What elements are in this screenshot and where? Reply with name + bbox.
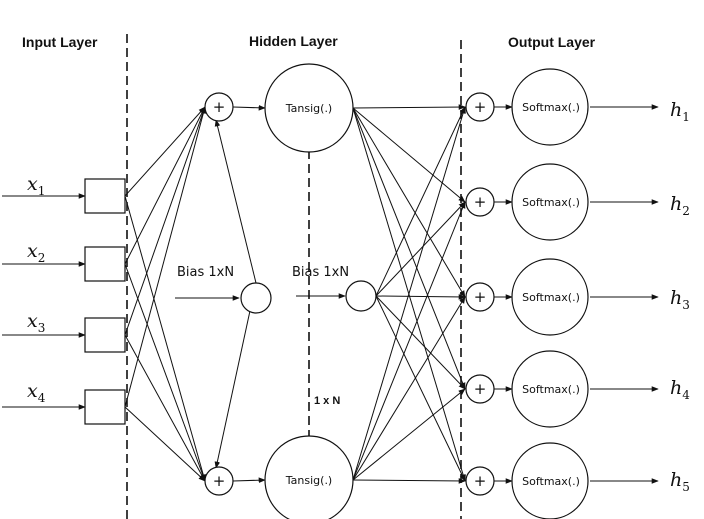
softmax-node xyxy=(511,258,589,336)
hidden-adder-node-symbol: + xyxy=(213,98,226,116)
input-node-box xyxy=(84,246,126,282)
input-node-box xyxy=(84,317,126,353)
svg-text:h5: h5 xyxy=(670,469,690,494)
svg-text:h4: h4 xyxy=(670,377,690,402)
output-adder-node xyxy=(465,374,495,404)
svg-text:h1: h1 xyxy=(670,99,690,124)
output-label-h5: h5 xyxy=(670,469,690,494)
hidden-output-connection xyxy=(352,296,466,481)
input-hidden-connection xyxy=(124,106,206,197)
input-hidden-connection xyxy=(124,195,206,482)
softmax-label: Softmax(.) xyxy=(522,291,580,304)
connections xyxy=(2,104,659,484)
adder-tansig-connection xyxy=(232,477,266,483)
softmax-label: Softmax(.) xyxy=(522,196,580,209)
tansig-node xyxy=(264,435,354,519)
svg-text:h2: h2 xyxy=(670,193,690,218)
tansig-label: Tansig(.) xyxy=(285,474,332,487)
input-label-x4: x4 xyxy=(27,380,46,405)
input-hidden-connection xyxy=(124,263,206,482)
softmax-label: Softmax(.) xyxy=(522,475,580,488)
hidden-adder-node xyxy=(204,92,234,122)
hidden-output-connection xyxy=(352,107,466,390)
input-hidden-connection xyxy=(124,106,206,336)
input-hidden-connection xyxy=(124,334,206,482)
output-adder-node-symbol: + xyxy=(474,193,487,211)
output-label-h4: h4 xyxy=(670,377,690,402)
input-node-box xyxy=(84,178,126,214)
output-adder-node xyxy=(465,187,495,217)
bias-node-output xyxy=(345,280,377,312)
tansig-label: Tansig(.) xyxy=(285,102,332,115)
bias-hidden-connection xyxy=(214,282,257,469)
bias-output-connection xyxy=(375,201,466,297)
input-label-x1: x1 xyxy=(27,173,45,198)
input-hidden-connection xyxy=(124,106,206,265)
adder-tansig-connection xyxy=(232,105,266,111)
hidden-output-connection xyxy=(352,107,466,203)
output-adder-node xyxy=(465,466,495,496)
output-adder-node xyxy=(465,92,495,122)
output-adder-node xyxy=(465,282,495,312)
hidden-output-connection xyxy=(352,107,466,298)
output-layer-header: Output Layer xyxy=(508,34,596,50)
softmax-node xyxy=(511,68,589,146)
bias-output-connection xyxy=(375,295,466,390)
bias-label-output: Bias 1xN xyxy=(292,265,349,280)
svg-text:h3: h3 xyxy=(670,287,690,312)
hidden-layer-header: Hidden Layer xyxy=(249,33,338,49)
nodes: + + Tansig(.) Tansig(.) + Softmax(.) + Softmax(… xyxy=(84,63,589,519)
hidden-output-connection xyxy=(352,388,466,481)
svg-text:x1: x1 xyxy=(27,173,45,198)
dimension-label: 1 x N xyxy=(314,395,340,407)
output-label-h1: h1 xyxy=(670,99,690,124)
input-hidden-connection xyxy=(124,406,206,482)
output-adder-node-symbol: + xyxy=(474,472,487,490)
bias-output-connection xyxy=(375,295,466,482)
bias-node-hidden xyxy=(240,282,272,314)
output-adder-node-symbol: + xyxy=(474,98,487,116)
input-hidden-connection xyxy=(124,106,207,408)
softmax-label: Softmax(.) xyxy=(522,383,580,396)
softmax-node xyxy=(511,350,589,428)
input-label-x2: x2 xyxy=(27,240,45,265)
hidden-adder-node xyxy=(204,466,234,496)
output-adder-node-symbol: + xyxy=(474,380,487,398)
input-label-x3: x3 xyxy=(27,310,45,335)
hidden-output-connection xyxy=(352,106,466,481)
bias-output-connection xyxy=(375,106,466,297)
input-node-box xyxy=(84,389,126,425)
output-label-h2: h2 xyxy=(670,193,690,218)
softmax-label: Softmax(.) xyxy=(522,101,580,114)
hidden-output-connection xyxy=(352,201,466,481)
bias-output-connection xyxy=(375,294,466,300)
bias-label-hidden: Bias 1xN xyxy=(177,265,234,280)
svg-text:x3: x3 xyxy=(27,310,45,335)
input-layer-header: Input Layer xyxy=(22,34,98,50)
svg-text:x2: x2 xyxy=(27,240,45,265)
softmax-node xyxy=(511,163,589,241)
tansig-node xyxy=(264,63,354,153)
hidden-adder-node-symbol: + xyxy=(213,472,226,490)
bias-hidden-connection xyxy=(214,119,257,284)
hidden-output-connection xyxy=(352,104,466,110)
hidden-output-connection xyxy=(352,478,466,484)
output-adder-node-symbol: + xyxy=(474,288,487,306)
softmax-node xyxy=(511,442,589,519)
svg-text:x4: x4 xyxy=(27,380,46,405)
output-label-h3: h3 xyxy=(670,287,690,312)
